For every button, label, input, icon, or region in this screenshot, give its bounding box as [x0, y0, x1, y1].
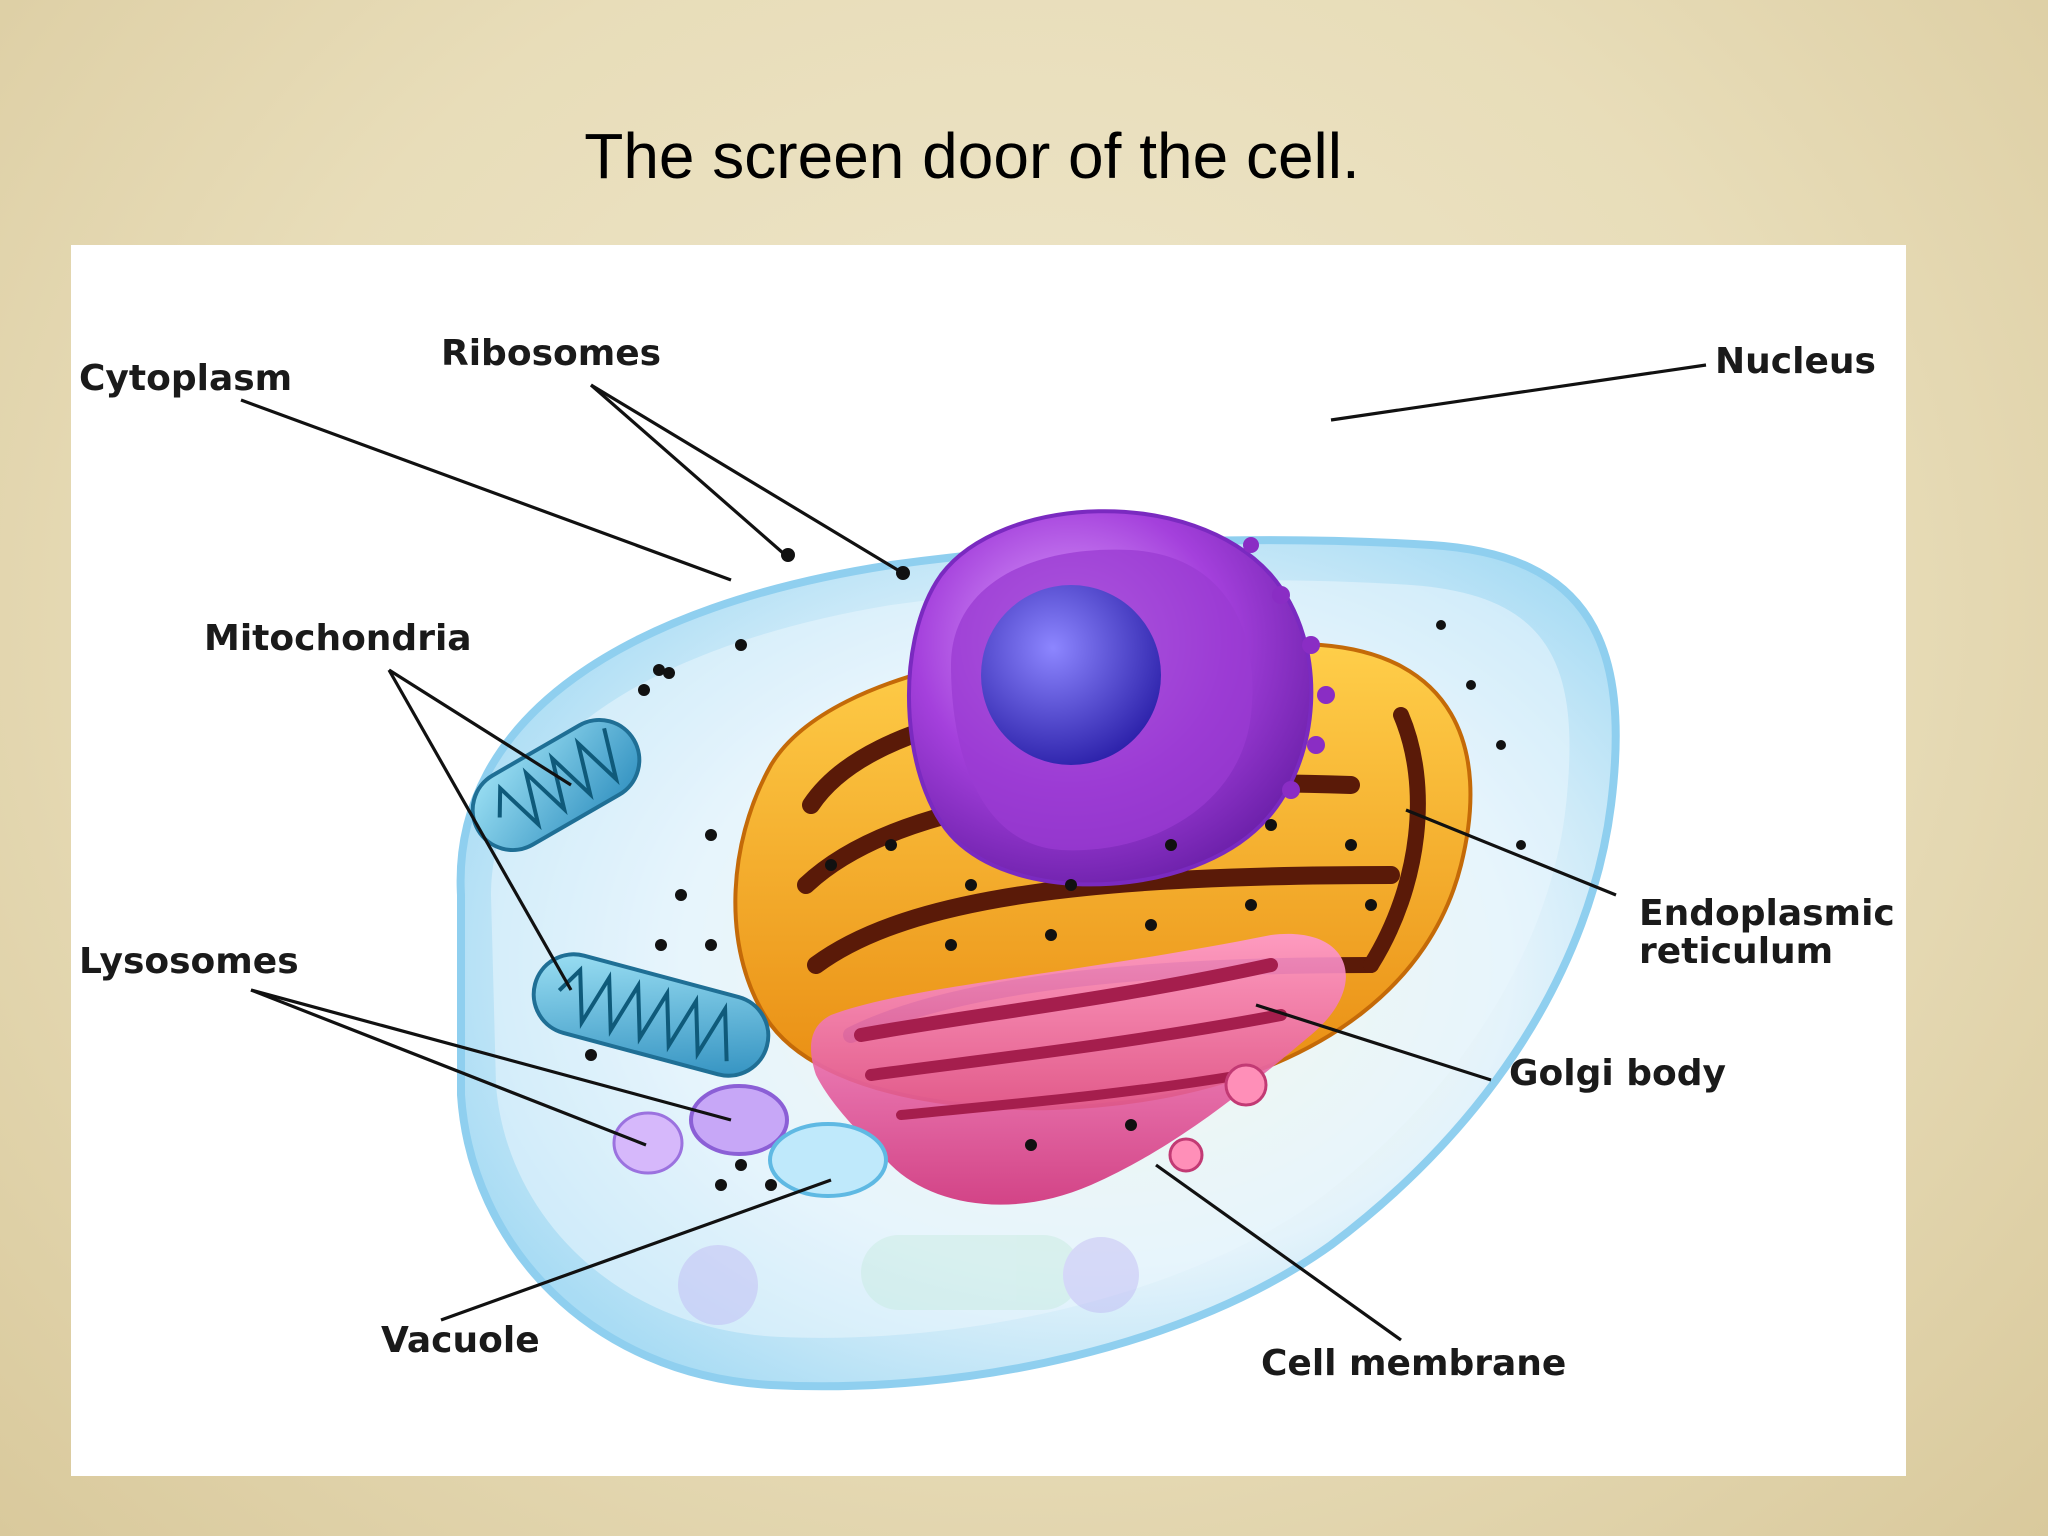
- background-organelles: [678, 1235, 1139, 1325]
- label-endoplasmic: Endoplasmic: [1639, 893, 1895, 934]
- lysosomes: [612, 1084, 789, 1175]
- label-mitochondria: Mitochondria: [204, 618, 472, 659]
- label-vacuole: Vacuole: [381, 1320, 540, 1361]
- slide-title: The screen door of the cell.: [584, 120, 1360, 192]
- ribosome-dots: [585, 548, 1526, 1191]
- nucleolus: [981, 585, 1161, 765]
- label-golgi-body: Golgi body: [1509, 1053, 1726, 1094]
- label-lysosomes: Lysosomes: [79, 941, 299, 982]
- label-reticulum: reticulum: [1639, 931, 1833, 972]
- label-nucleus: Nucleus: [1715, 341, 1876, 382]
- label-cytoplasm: Cytoplasm: [79, 358, 292, 399]
- label-cell-membrane: Cell membrane: [1261, 1343, 1566, 1384]
- vacuole: [768, 1122, 888, 1198]
- cell-diagram: Cytoplasm Ribosomes Nucleus Mitochondria…: [79, 333, 1895, 1391]
- leader-lines: [240, 363, 1707, 1342]
- mitochondria: [470, 718, 771, 1078]
- golgi-body: [811, 933, 1346, 1205]
- nucleus: [907, 509, 1335, 887]
- label-ribosomes: Ribosomes: [441, 333, 661, 374]
- cell-diagram-panel: Cytoplasm Ribosomes Nucleus Mitochondria…: [71, 245, 1906, 1476]
